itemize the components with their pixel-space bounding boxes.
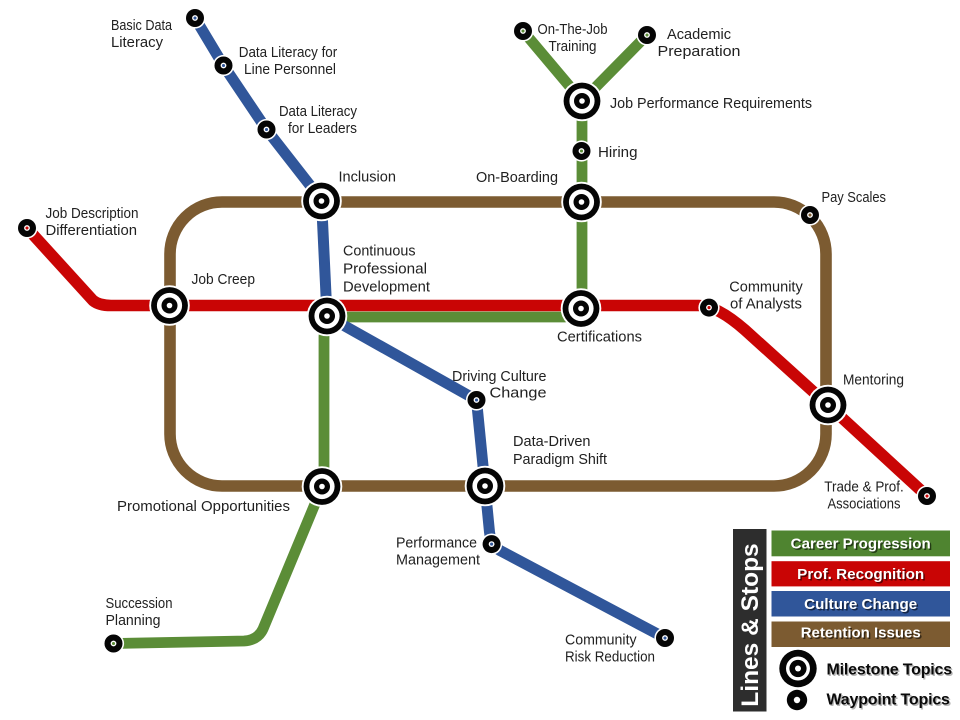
svg-text:Driving Culture: Driving Culture bbox=[452, 368, 547, 385]
svg-text:Job Description: Job Description bbox=[46, 205, 139, 222]
svg-text:Data Literacy for: Data Literacy for bbox=[239, 44, 338, 61]
svg-text:Mentoring: Mentoring bbox=[843, 372, 904, 389]
svg-text:Professional: Professional bbox=[343, 261, 427, 278]
svg-text:Job Performance Requirements: Job Performance Requirements bbox=[610, 95, 812, 112]
svg-text:Trade & Prof.: Trade & Prof. bbox=[824, 479, 904, 496]
svg-text:Succession: Succession bbox=[106, 595, 173, 612]
svg-text:Prof. Recognition: Prof. Recognition bbox=[799, 567, 926, 584]
svg-text:Prof. Recognition: Prof. Recognition bbox=[797, 566, 924, 583]
svg-text:Pay Scales: Pay Scales bbox=[822, 189, 887, 206]
svg-text:Paradigm Shift: Paradigm Shift bbox=[513, 451, 608, 468]
svg-text:Data Literacy: Data Literacy bbox=[279, 103, 357, 120]
svg-text:Lines & Stops: Lines & Stops bbox=[737, 543, 764, 706]
svg-text:Job Creep: Job Creep bbox=[192, 271, 256, 288]
svg-text:Risk Reduction: Risk Reduction bbox=[565, 649, 655, 666]
svg-text:Promotional Opportunities: Promotional Opportunities bbox=[117, 498, 290, 515]
svg-text:Waypoint Topics: Waypoint Topics bbox=[828, 693, 952, 710]
svg-text:Development: Development bbox=[343, 279, 431, 296]
svg-text:Certifications: Certifications bbox=[557, 329, 642, 346]
svg-text:Culture Change: Culture Change bbox=[804, 596, 917, 613]
svg-text:Culture Change: Culture Change bbox=[806, 597, 919, 614]
svg-text:Community: Community bbox=[729, 279, 803, 296]
svg-text:Line Personnel: Line Personnel bbox=[244, 61, 336, 78]
svg-text:Planning: Planning bbox=[106, 612, 161, 629]
svg-text:for Leaders: for Leaders bbox=[288, 120, 357, 137]
svg-text:Differentiation: Differentiation bbox=[46, 222, 138, 239]
svg-text:of Analysts: of Analysts bbox=[730, 296, 802, 313]
svg-text:On-Boarding: On-Boarding bbox=[476, 169, 558, 186]
svg-text:Career Progression: Career Progression bbox=[791, 536, 931, 553]
svg-text:Retention Issues: Retention Issues bbox=[802, 626, 922, 643]
svg-text:On-The-Job: On-The-Job bbox=[538, 21, 608, 38]
svg-text:Literacy: Literacy bbox=[111, 34, 163, 51]
svg-text:Associations: Associations bbox=[828, 496, 901, 513]
svg-text:Change: Change bbox=[490, 385, 547, 402]
svg-text:Waypoint Topics: Waypoint Topics bbox=[827, 692, 951, 709]
svg-text:Milestone Topics: Milestone Topics bbox=[827, 662, 953, 679]
svg-text:Preparation: Preparation bbox=[658, 43, 741, 60]
svg-text:Milestone Topics: Milestone Topics bbox=[828, 663, 954, 680]
svg-text:Hiring: Hiring bbox=[598, 144, 638, 161]
svg-text:Basic Data: Basic Data bbox=[111, 17, 173, 34]
svg-text:Retention Issues: Retention Issues bbox=[801, 625, 921, 642]
svg-text:Community: Community bbox=[565, 632, 637, 649]
svg-text:Continuous: Continuous bbox=[343, 243, 416, 260]
svg-text:Performance: Performance bbox=[396, 535, 477, 552]
svg-text:Academic: Academic bbox=[667, 26, 731, 43]
svg-text:Training: Training bbox=[549, 38, 597, 55]
svg-text:Inclusion: Inclusion bbox=[339, 168, 397, 185]
svg-text:Data-Driven: Data-Driven bbox=[513, 433, 591, 450]
svg-text:Career Progression: Career Progression bbox=[792, 537, 932, 554]
svg-text:Management: Management bbox=[396, 552, 481, 569]
